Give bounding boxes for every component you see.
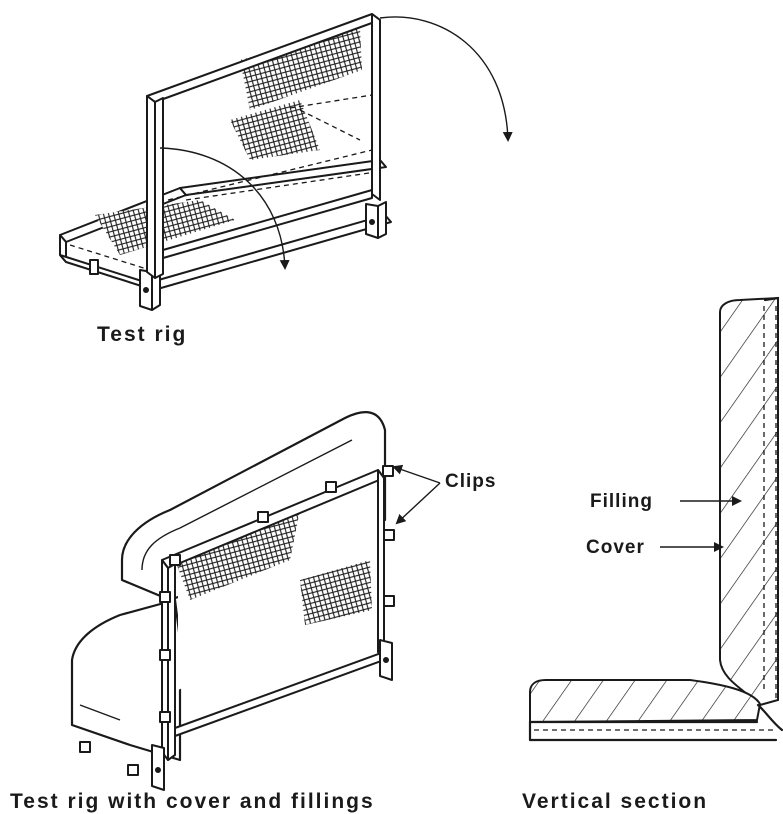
- clip: [79, 741, 91, 753]
- seat-cushion: [70, 598, 182, 762]
- back-cushion: [120, 411, 387, 602]
- clip: [325, 481, 337, 493]
- caption-vertical-section: Vertical section: [522, 790, 708, 813]
- clip: [127, 764, 139, 776]
- rotation-arrow-right: [379, 16, 513, 142]
- base-mesh: [95, 200, 235, 255]
- test-rig-drawing: [59, 13, 513, 311]
- rig-legs: [139, 201, 387, 311]
- clip: [169, 554, 181, 566]
- caption-test-rig-cover: Test rig with cover and fillings: [10, 790, 375, 813]
- clip: [257, 511, 269, 523]
- caption-test-rig: Test rig: [97, 323, 187, 346]
- clip: [383, 529, 395, 541]
- rotation-arrow-left: [159, 147, 290, 270]
- clip: [383, 595, 395, 607]
- callout-clips: Clips: [445, 471, 496, 492]
- clips: [79, 465, 395, 776]
- base-frame: [59, 159, 392, 291]
- covered-frame: [151, 469, 393, 791]
- vertical-section-drawing: [528, 296, 783, 742]
- clips-arrow-2: [395, 482, 441, 525]
- clip: [159, 711, 171, 723]
- clip: [159, 591, 171, 603]
- covered-rig-drawing: [70, 411, 441, 791]
- callout-filling: Filling: [590, 491, 653, 512]
- clips-arrow-1: [392, 464, 441, 484]
- seat-filling: [529, 679, 762, 724]
- callout-cover: Cover: [586, 537, 645, 558]
- clip: [382, 465, 394, 477]
- clip: [159, 649, 171, 661]
- back-frame: [146, 13, 381, 279]
